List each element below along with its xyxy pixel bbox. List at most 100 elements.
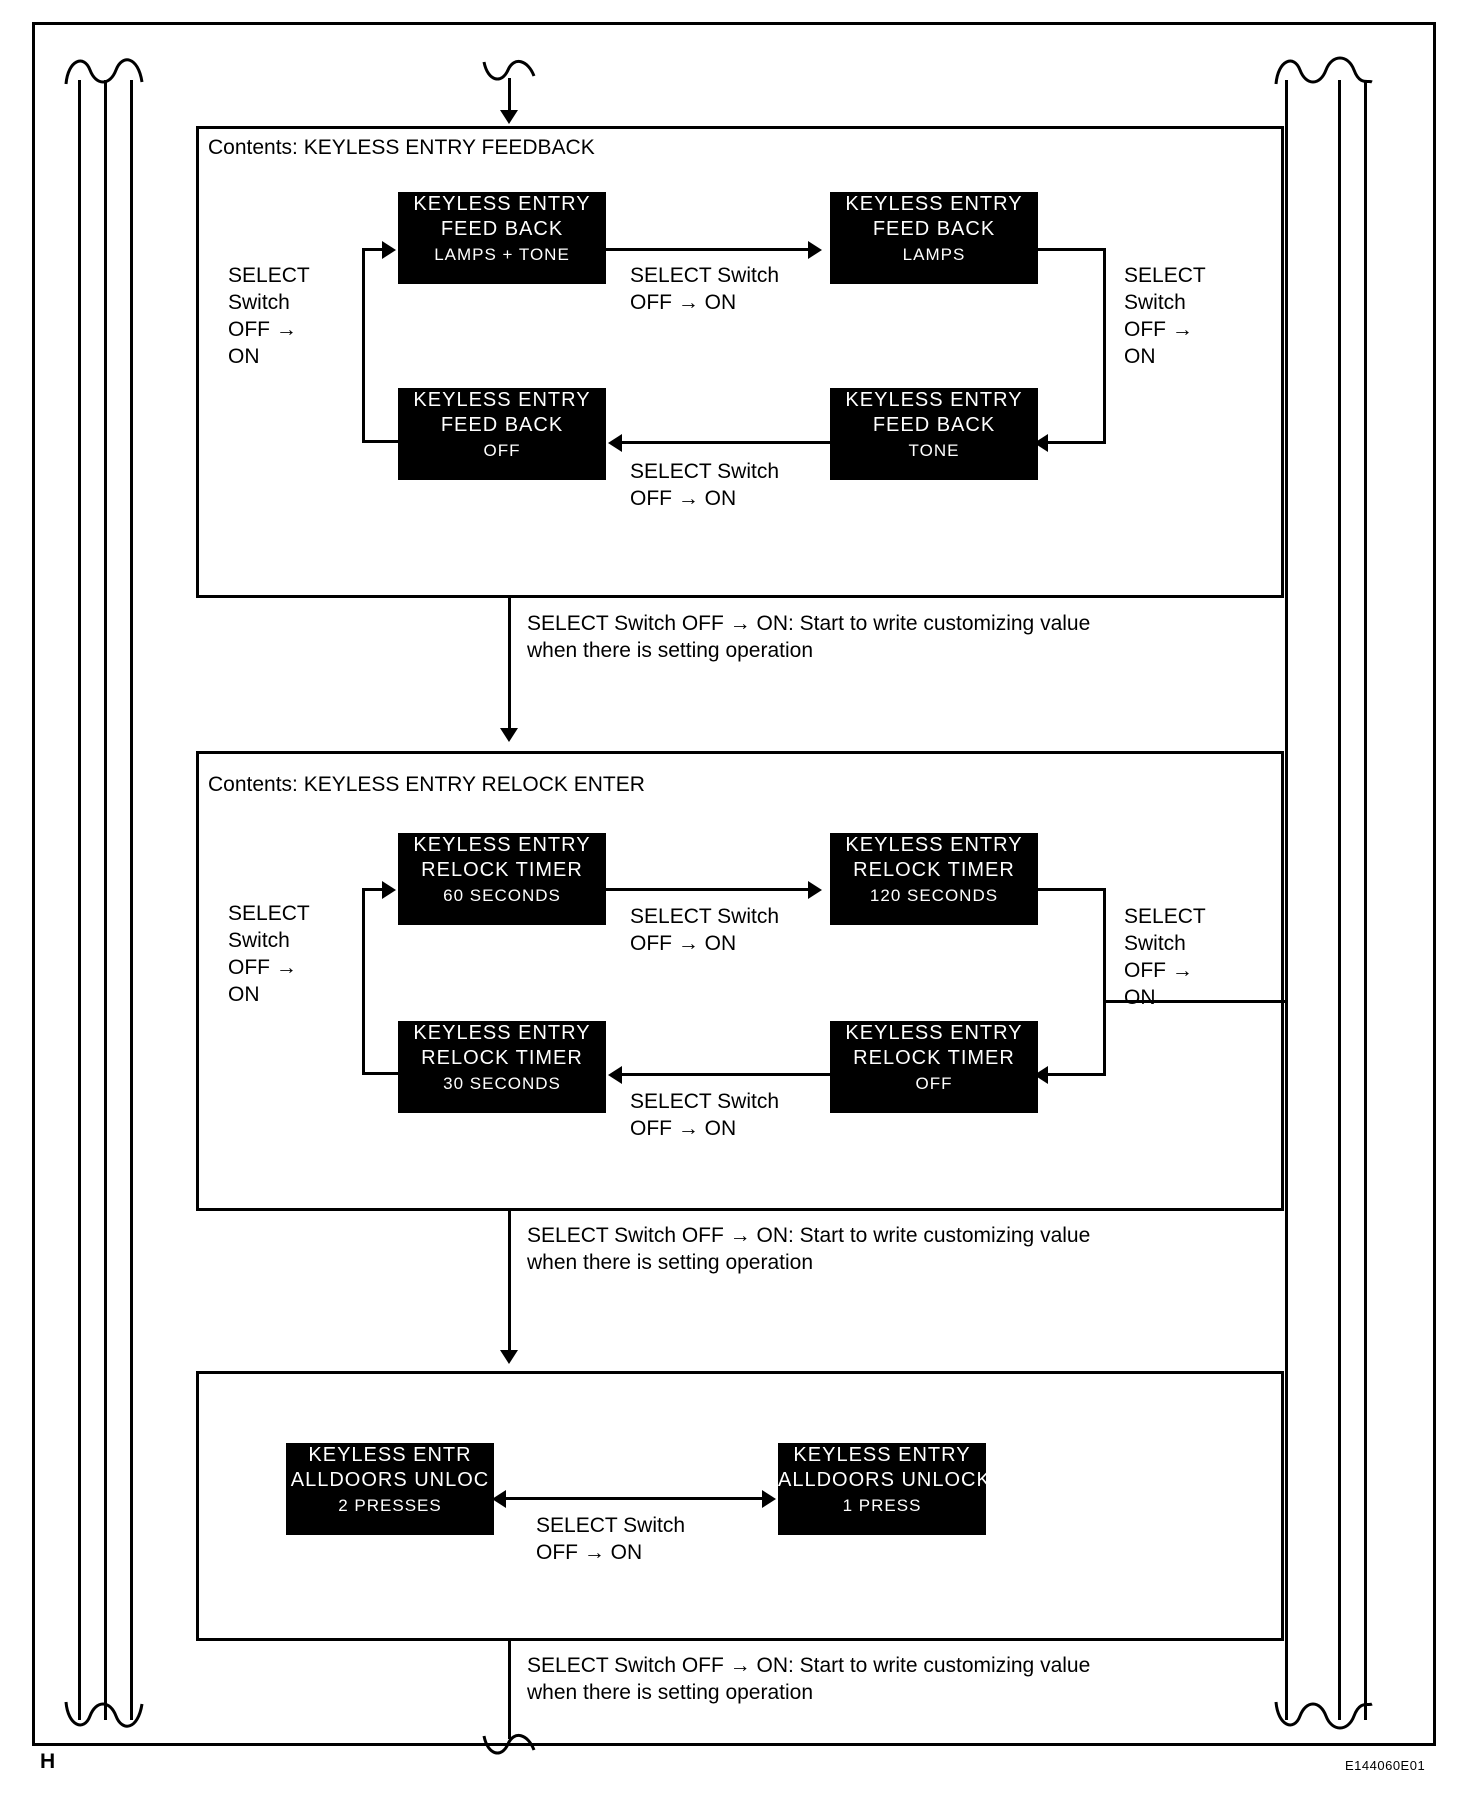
lcd-line-1: KEYLESS ENTRY xyxy=(793,1444,971,1466)
section-2-display-1: KEYLESS ENTRY RELOCK TIMER 60 SECONDS xyxy=(398,833,606,925)
section-2-left-label: SELECT Switch OFF → ON xyxy=(228,902,310,1006)
lcd-line-3-value: LAMPS xyxy=(833,244,1035,265)
section-1-arrow-to-display-1 xyxy=(382,241,396,259)
section-1-arrow-to-display-3 xyxy=(1034,434,1048,452)
section-2-left-loop-bottom xyxy=(362,1072,402,1075)
lcd-line-2: RELOCK TIMER xyxy=(853,1047,1015,1069)
lcd-line-3-value: 2 PRESSES xyxy=(289,1495,491,1516)
section-1-bottom-transition-label: SELECT Switch OFF → ON xyxy=(630,460,779,510)
lcd-line-1: KEYLESS ENTRY xyxy=(413,389,591,411)
section-3-connector xyxy=(500,1497,772,1500)
page-letter: H xyxy=(40,1750,56,1773)
lcd-line-1: KEYLESS ENTR xyxy=(308,1444,472,1466)
lcd-line-2: FEED BACK xyxy=(872,218,996,240)
section-1-arrow-to-display-2 xyxy=(808,241,822,259)
arrow-into-section-3 xyxy=(500,1350,518,1364)
center-spine-top xyxy=(508,78,511,118)
lcd-line-2: FEED BACK xyxy=(872,414,996,436)
lcd-line-1: KEYLESS ENTRY xyxy=(413,1022,591,1044)
page-border xyxy=(32,22,1436,1746)
lcd-line-3-value: 60 SECONDS xyxy=(401,885,603,906)
right-rail-top-squiggle xyxy=(1274,56,1373,85)
figure-id: E144060E01 xyxy=(1345,1758,1426,1773)
section-1-display-3: KEYLESS ENTRY FEED BACK TONE xyxy=(830,388,1038,480)
section-2-top-connector xyxy=(606,888,810,891)
section-1-bottom-connector xyxy=(620,441,830,444)
section-1-left-loop-top xyxy=(362,248,384,251)
section-1-right-loop-top xyxy=(1038,248,1106,251)
section-3-transition-label: SELECT Switch OFF → ON xyxy=(536,1514,685,1564)
section-1-display-2: KEYLESS ENTRY FEED BACK LAMPS xyxy=(830,192,1038,284)
section-2-arrow-to-display-2 xyxy=(808,881,822,899)
lcd-line-3-value: TONE xyxy=(833,440,1035,461)
section-2-title: Contents: KEYLESS ENTRY RELOCK ENTER xyxy=(208,773,645,796)
section-1-left-label: SELECT Switch OFF → ON xyxy=(228,264,310,368)
section-1-title: Contents: KEYLESS ENTRY FEEDBACK xyxy=(208,136,595,159)
right-rail-1 xyxy=(1285,80,1288,1720)
lcd-line-3-value: 30 SECONDS xyxy=(401,1073,603,1094)
lcd-line-1: KEYLESS ENTRY xyxy=(845,389,1023,411)
section-1-display-1: KEYLESS ENTRY FEED BACK LAMPS + TONE xyxy=(398,192,606,284)
section-2-arrow-to-display-3 xyxy=(1034,1066,1048,1084)
section-2-arrow-to-display-1 xyxy=(382,881,396,899)
spine-2-to-3 xyxy=(508,1211,511,1361)
lcd-line-3-value: LAMPS + TONE xyxy=(401,244,603,265)
section-2-right-loop-bottom xyxy=(1038,1073,1106,1076)
spine-3-out xyxy=(508,1641,511,1739)
section-1-top-connector xyxy=(606,248,810,251)
left-rail-bottom-squiggle xyxy=(64,1701,144,1728)
lcd-line-2: FEED BACK xyxy=(440,414,564,436)
section-1-right-loop-bottom xyxy=(1038,441,1106,444)
section-3-arrow-right xyxy=(762,1490,776,1508)
lcd-line-2: FEED BACK xyxy=(440,218,564,240)
lcd-line-2: RELOCK TIMER xyxy=(853,859,1015,881)
lcd-line-2: ALLDOORS UNLOCK xyxy=(778,1469,991,1491)
section-3-display-1: KEYLESS ENTR ALLDOORS UNLOC 2 PRESSES xyxy=(286,1443,494,1535)
left-rail-top-squiggle xyxy=(64,58,144,85)
section-2-display-3: KEYLESS ENTRY RELOCK TIMER OFF xyxy=(830,1021,1038,1113)
lcd-line-2: RELOCK TIMER xyxy=(421,859,583,881)
lcd-line-3-value: OFF xyxy=(401,440,603,461)
note-after-section-2: SELECT Switch OFF → ON: Start to write c… xyxy=(527,1224,1091,1274)
section-1-left-loop-vertical xyxy=(362,248,365,442)
lcd-line-1: KEYLESS ENTRY xyxy=(413,193,591,215)
section-1-top-transition-label: SELECT Switch OFF → ON xyxy=(630,264,779,314)
lcd-line-3-value: 120 SECONDS xyxy=(833,885,1035,906)
section-2-panel xyxy=(196,751,1284,1211)
section-1-right-label: SELECT Switch OFF → ON xyxy=(1124,264,1206,368)
section-2-right-label: SELECT Switch OFF → ON xyxy=(1124,905,1206,1009)
section-2-bottom-connector xyxy=(620,1073,830,1076)
center-top-squiggle xyxy=(482,60,536,81)
section-1-right-loop-vertical xyxy=(1103,248,1106,444)
section-3-display-2: KEYLESS ENTRY ALLDOORS UNLOCK 1 PRESS xyxy=(778,1443,991,1535)
lcd-line-1: KEYLESS ENTRY xyxy=(413,834,591,856)
left-rail-2 xyxy=(104,80,107,1720)
lcd-line-1: KEYLESS ENTRY xyxy=(845,834,1023,856)
lcd-line-2: RELOCK TIMER xyxy=(421,1047,583,1069)
note-after-section-3: SELECT Switch OFF → ON: Start to write c… xyxy=(527,1654,1091,1704)
section-3-arrow-left xyxy=(492,1490,506,1508)
arrow-into-section-1 xyxy=(500,110,518,124)
note-after-section-1: SELECT Switch OFF → ON: Start to write c… xyxy=(527,612,1091,662)
lcd-line-2: ALLDOORS UNLOC xyxy=(290,1469,490,1491)
right-rail-branch xyxy=(1103,1000,1288,1003)
section-2-display-4: KEYLESS ENTRY RELOCK TIMER 30 SECONDS xyxy=(398,1021,606,1113)
section-1-arrow-to-display-4 xyxy=(608,434,622,452)
lcd-line-3-value: 1 PRESS xyxy=(781,1495,983,1516)
right-rail-2 xyxy=(1338,80,1341,1720)
center-bottom-squiggle xyxy=(482,1734,536,1755)
left-rail-3 xyxy=(130,80,133,1720)
lcd-line-1: KEYLESS ENTRY xyxy=(845,1022,1023,1044)
arrow-into-section-2 xyxy=(500,728,518,742)
spine-1-to-2 xyxy=(508,598,511,738)
section-2-bottom-transition-label: SELECT Switch OFF → ON xyxy=(630,1090,779,1140)
section-1-display-4: KEYLESS ENTRY FEED BACK OFF xyxy=(398,388,606,480)
lcd-line-1: KEYLESS ENTRY xyxy=(845,193,1023,215)
section-2-right-loop-vertical xyxy=(1103,888,1106,1076)
section-1-left-loop-bottom xyxy=(362,440,402,443)
section-2-arrow-to-display-4 xyxy=(608,1066,622,1084)
section-2-top-transition-label: SELECT Switch OFF → ON xyxy=(630,905,779,955)
section-2-display-2: KEYLESS ENTRY RELOCK TIMER 120 SECONDS xyxy=(830,833,1038,925)
section-2-right-loop-top xyxy=(1038,888,1106,891)
